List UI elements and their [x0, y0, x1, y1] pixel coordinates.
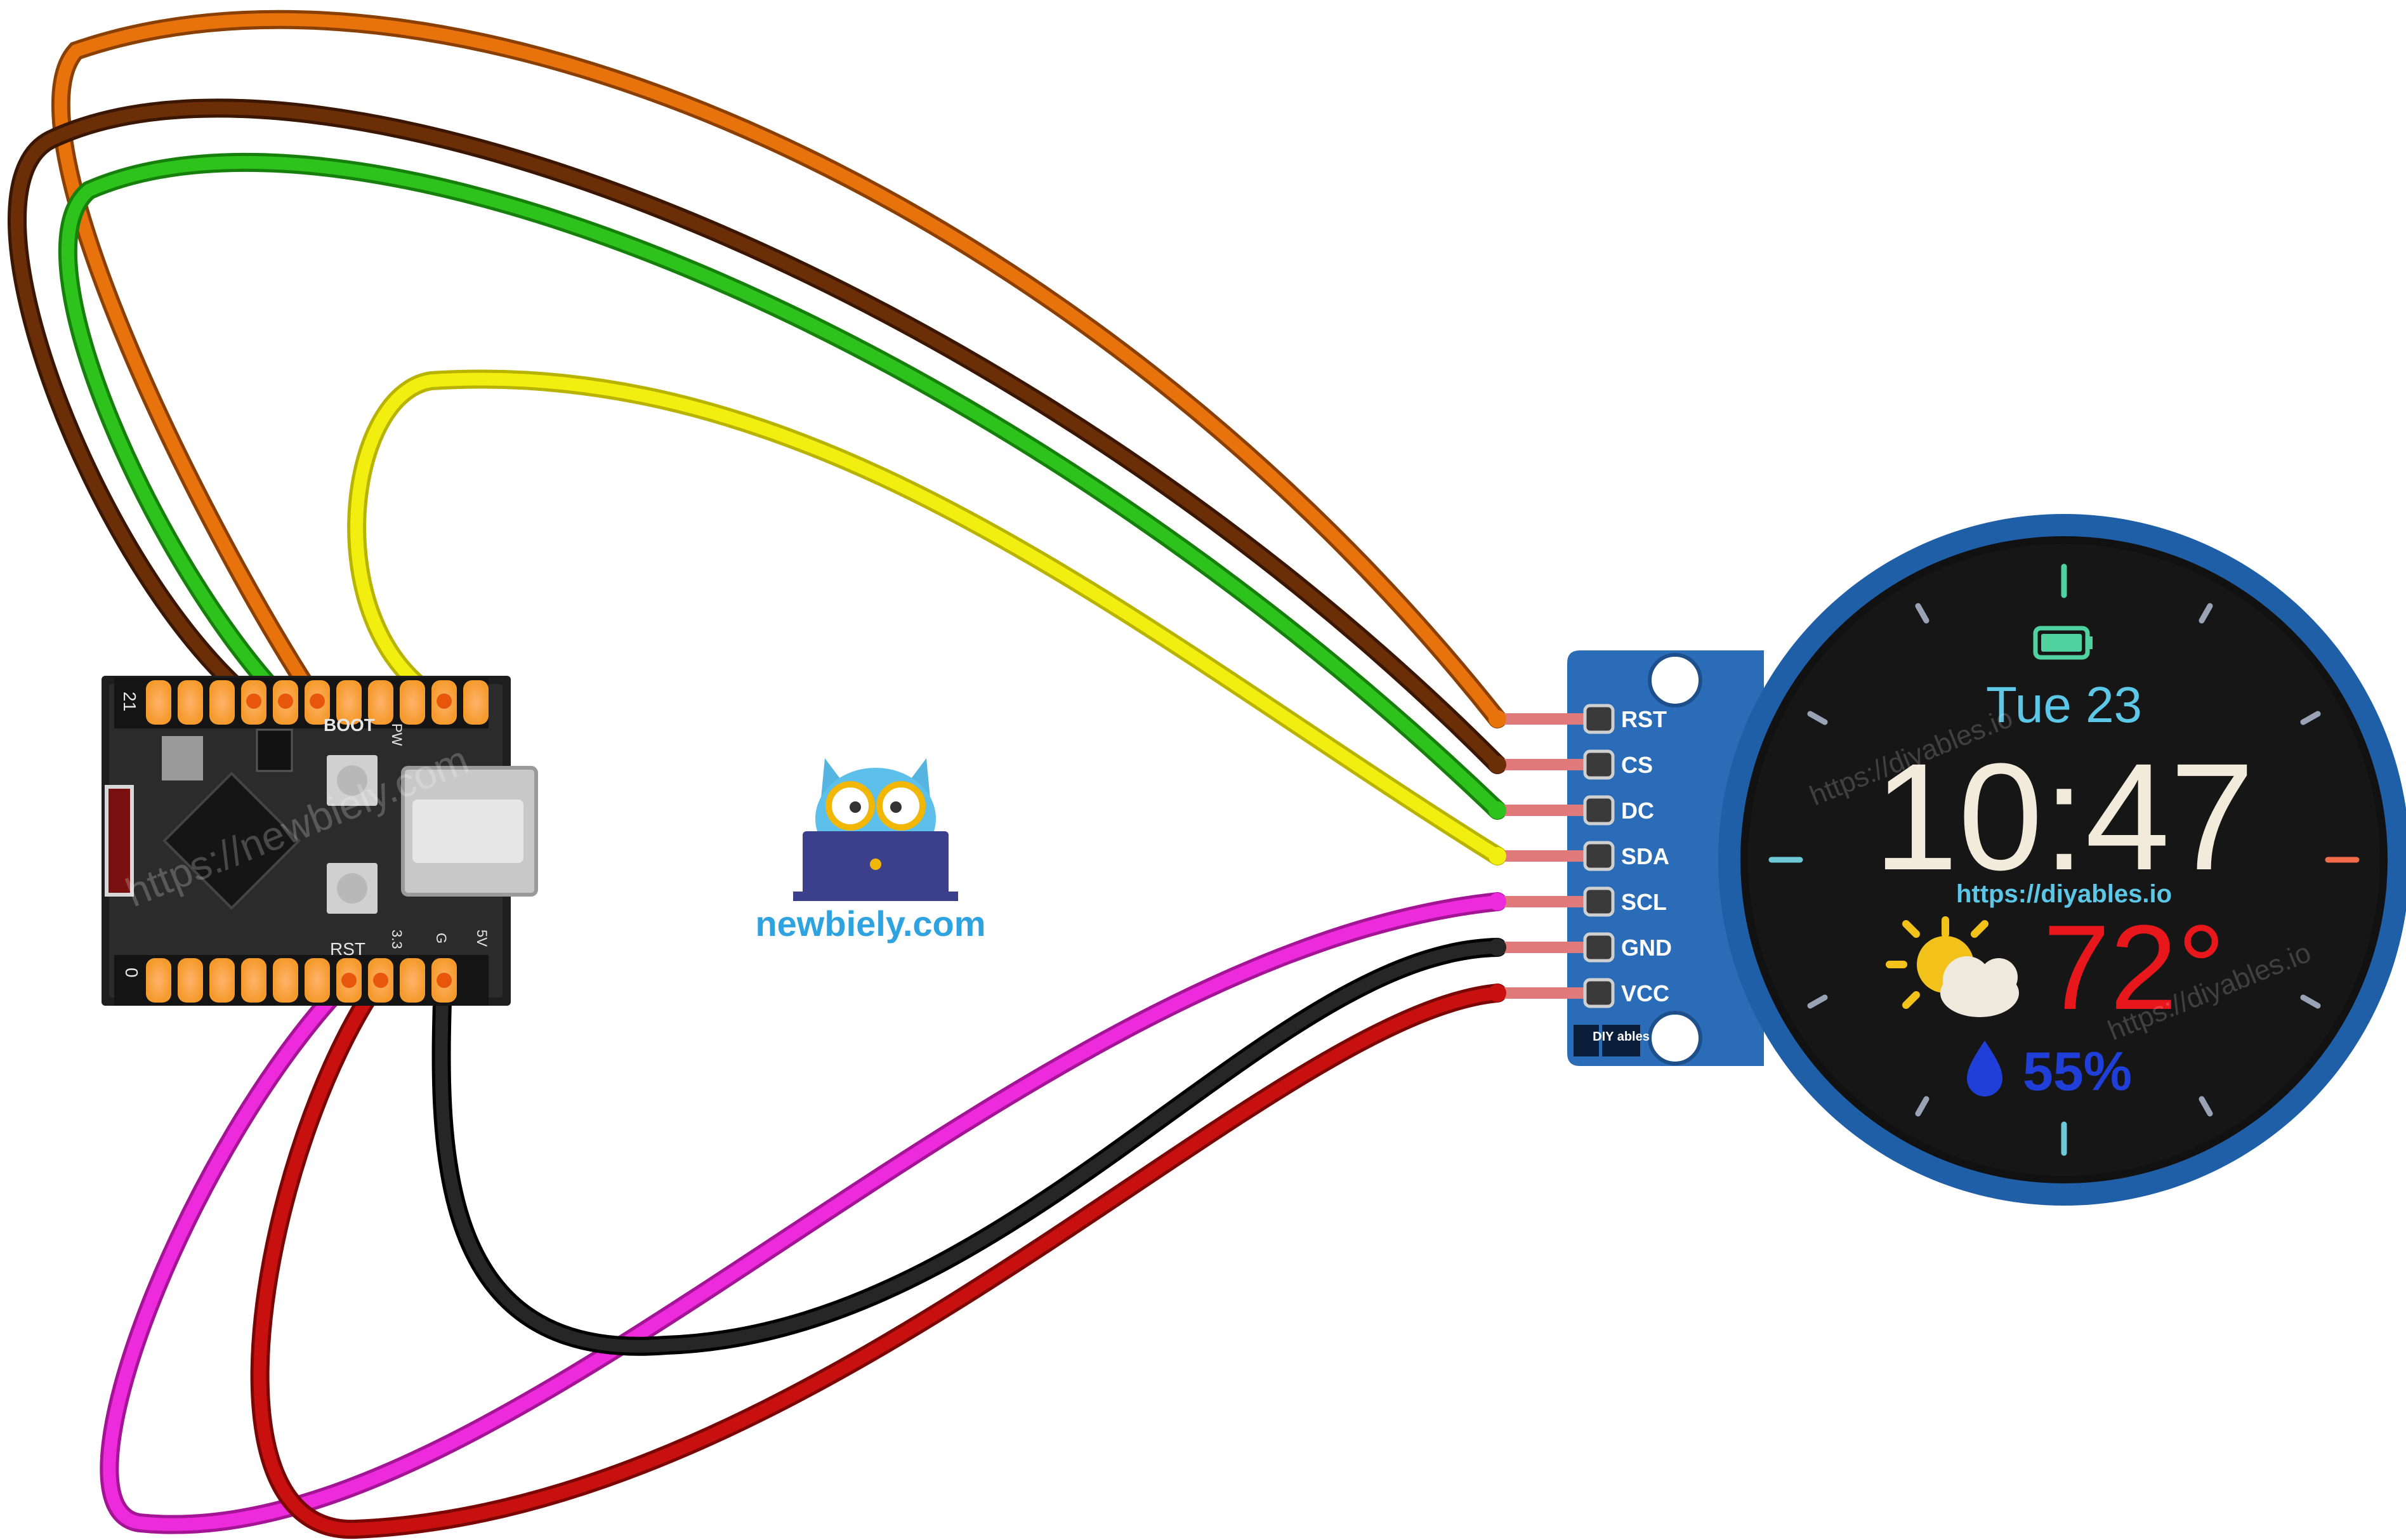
- newbiely-logo[interactable]: newbiely.com: [755, 758, 986, 944]
- wire-scl-core: [103, 895, 1504, 1531]
- wire-gnd-core: [435, 941, 1504, 1353]
- pin-label-rst: RST: [1621, 706, 1667, 732]
- pin-label-dc: DC: [1621, 798, 1654, 824]
- watch-date: Tue 23: [1986, 676, 2142, 733]
- pin-label-gnd: GND: [1621, 935, 1672, 961]
- round-lcd-module[interactable]: DIY ables: [1497, 514, 2406, 1206]
- battery-icon: [2033, 626, 2093, 660]
- wire-cs-core: [10, 102, 1504, 771]
- wires: [7, 10, 1507, 1539]
- watch-url: https://diyables.io: [1956, 880, 2172, 908]
- label-3v3: 3.3: [389, 930, 405, 949]
- partly-cloudy-icon: [1886, 916, 2019, 1017]
- pin-label-sda: SDA: [1621, 843, 1669, 869]
- watch-humidity: 55%: [2023, 1041, 2132, 1102]
- label-21: 21: [120, 692, 140, 711]
- pin-label-vcc: VCC: [1621, 980, 1669, 1006]
- logo-text: newbiely.com: [755, 904, 985, 944]
- esp32-board[interactable]: 21 BOOT PW 0 RST 3.3 G 5V https://newbie…: [102, 676, 538, 1006]
- grey-chip: [162, 736, 203, 780]
- lcd-pcb: [1567, 650, 1764, 1066]
- lcd-pins: RST CS DC SDA SCL GND VCC: [1497, 704, 1672, 1008]
- wire-dc-core: [61, 156, 1504, 817]
- diyables-brand: DIY ables: [1574, 1025, 1650, 1056]
- wire-rst-core: [54, 13, 1504, 725]
- wire-sda-core: [350, 372, 1504, 862]
- board-top-pins: [114, 678, 489, 728]
- wire-ends: [1489, 710, 1506, 1002]
- red-component: [105, 785, 134, 897]
- watch-ticks: [1768, 563, 2360, 1156]
- pin-label-cs: CS: [1621, 752, 1653, 778]
- label-g: G: [433, 933, 449, 944]
- mcu-chip: [162, 772, 301, 910]
- wire-vcc-core: [253, 974, 1504, 1536]
- watch-time: 10:47: [1874, 732, 2255, 902]
- watch-temperature: 72°: [2043, 900, 2225, 1035]
- label-0: 0: [122, 968, 141, 978]
- label-boot: BOOT: [324, 715, 375, 735]
- label-5v: 5V: [474, 930, 490, 947]
- water-drop-icon: [1967, 1041, 2002, 1096]
- pin-label-scl: SCL: [1621, 889, 1667, 915]
- label-pw: PW: [389, 723, 405, 746]
- owl-icon: [793, 758, 958, 901]
- label-rst: RST: [330, 939, 365, 959]
- small-chip: [256, 728, 293, 772]
- svg-text:DIY ables: DIY ables: [1593, 1030, 1650, 1044]
- board-bottom-pins: [114, 955, 489, 1006]
